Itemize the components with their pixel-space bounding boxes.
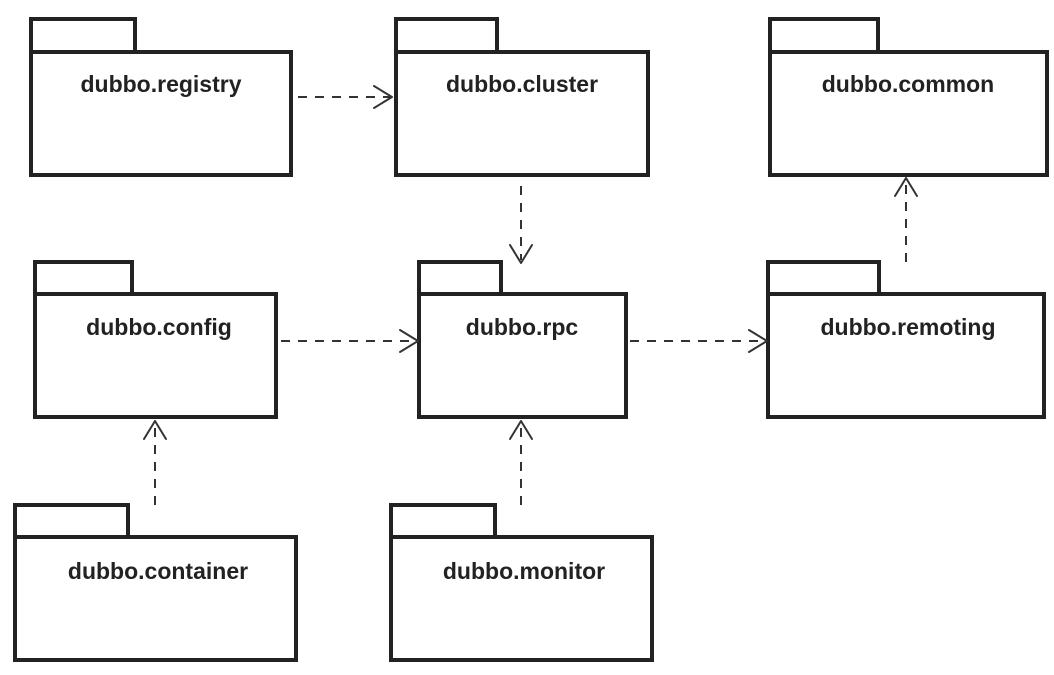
package-label: dubbo.monitor xyxy=(443,558,605,584)
dependency-rpc-to-remoting[interactable] xyxy=(630,329,768,353)
package-tab xyxy=(29,17,137,54)
dependency-cluster-to-rpc[interactable] xyxy=(509,186,533,264)
package-body xyxy=(29,50,293,177)
arrowhead-icon xyxy=(509,244,533,264)
package-label: dubbo.common xyxy=(822,71,994,97)
package-cluster[interactable]: dubbo.cluster xyxy=(394,17,650,177)
package-tab xyxy=(768,17,880,54)
dependency-container-to-config[interactable] xyxy=(143,420,167,505)
package-body xyxy=(33,292,278,419)
package-label: dubbo.remoting xyxy=(820,314,995,340)
arrowhead-icon xyxy=(509,420,533,440)
package-label: dubbo.config xyxy=(86,314,232,340)
package-tab xyxy=(389,503,497,539)
arrowhead-icon xyxy=(894,177,918,197)
package-tab xyxy=(417,260,503,296)
package-label: dubbo.cluster xyxy=(446,71,598,97)
arrowhead-icon xyxy=(373,85,393,109)
package-tab xyxy=(394,17,499,54)
package-remoting[interactable]: dubbo.remoting xyxy=(766,260,1046,419)
package-label: dubbo.container xyxy=(68,558,248,584)
package-config[interactable]: dubbo.config xyxy=(33,260,278,419)
package-common[interactable]: dubbo.common xyxy=(768,17,1049,177)
package-body xyxy=(768,50,1049,177)
package-tab xyxy=(33,260,134,296)
dependency-config-to-rpc[interactable] xyxy=(281,329,419,353)
package-body xyxy=(394,50,650,177)
arrowhead-icon xyxy=(399,329,419,353)
package-body xyxy=(13,535,298,662)
package-label: dubbo.registry xyxy=(80,71,241,97)
package-container[interactable]: dubbo.container xyxy=(13,503,298,662)
arrowhead-icon xyxy=(143,420,167,440)
package-tab xyxy=(766,260,881,296)
package-body xyxy=(766,292,1046,419)
package-registry[interactable]: dubbo.registry xyxy=(29,17,293,177)
package-body xyxy=(417,292,628,419)
package-label: dubbo.rpc xyxy=(466,314,579,340)
dependency-registry-to-cluster[interactable] xyxy=(298,85,393,109)
package-monitor[interactable]: dubbo.monitor xyxy=(389,503,654,662)
dependency-remoting-to-common[interactable] xyxy=(894,177,918,262)
package-body xyxy=(389,535,654,662)
package-rpc[interactable]: dubbo.rpc xyxy=(417,260,628,419)
package-tab xyxy=(13,503,130,539)
dependency-monitor-to-rpc[interactable] xyxy=(509,420,533,505)
arrowhead-icon xyxy=(748,329,768,353)
